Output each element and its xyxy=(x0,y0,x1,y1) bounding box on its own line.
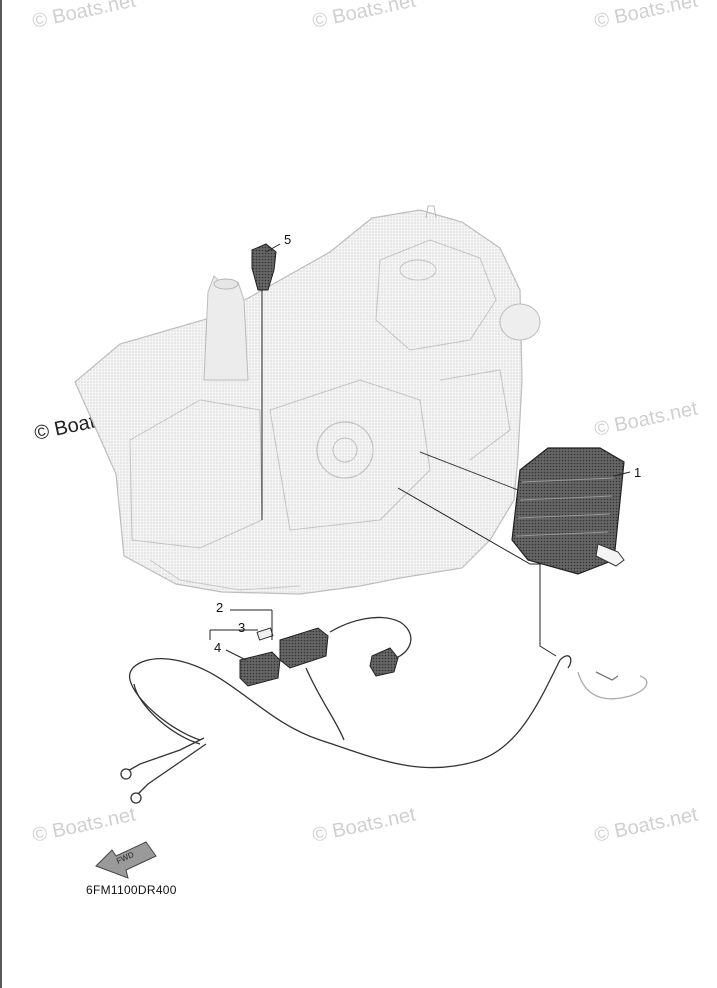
engine-block xyxy=(74,205,541,595)
wiring-harness xyxy=(120,616,648,804)
watermark-top-left: © Boats.net xyxy=(30,0,138,33)
leader-line-5b xyxy=(265,243,281,253)
leader-line-1 xyxy=(613,471,631,477)
leader-line-harness xyxy=(397,487,557,657)
fuse-holder-parts xyxy=(239,627,399,687)
leader-line-4 xyxy=(225,649,247,661)
rectifier-regulator-part xyxy=(511,447,625,575)
callout-1: 1 xyxy=(634,465,641,480)
forward-arrow-icon: FWD xyxy=(95,841,157,879)
watermark-bottom-right: © Boats.net xyxy=(592,803,700,846)
watermark-bottom-center: © Boats.net xyxy=(310,803,418,846)
watermark-top-right: © Boats.net xyxy=(592,0,700,33)
bracket-part xyxy=(251,243,277,520)
callout-4: 4 xyxy=(214,640,221,655)
watermark-top-center: © Boats.net xyxy=(310,0,418,33)
diagram-code: 6FM1100DR400 xyxy=(86,883,177,897)
watermark-bottom-left: © Boats.net xyxy=(30,803,138,846)
callout-2: 2 xyxy=(216,600,223,615)
callout-5: 5 xyxy=(284,232,291,247)
watermark-mid-right: © Boats.net xyxy=(592,397,700,440)
leader-lines xyxy=(209,243,631,661)
callout-3: 3 xyxy=(238,620,245,635)
